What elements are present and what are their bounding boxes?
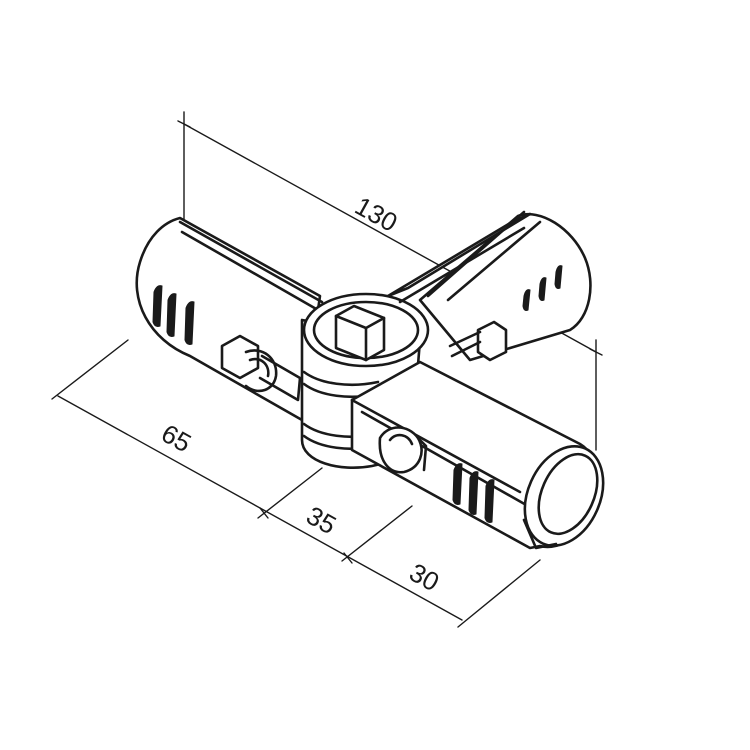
dimension-130-label: 130 <box>350 190 402 237</box>
top-pipe-arm <box>386 212 532 362</box>
dimension-65-label: 65 <box>156 418 196 458</box>
front-right-pipe-arm <box>350 360 605 550</box>
left-pipe-arm <box>135 216 324 422</box>
back-pipe-arm <box>418 210 592 362</box>
